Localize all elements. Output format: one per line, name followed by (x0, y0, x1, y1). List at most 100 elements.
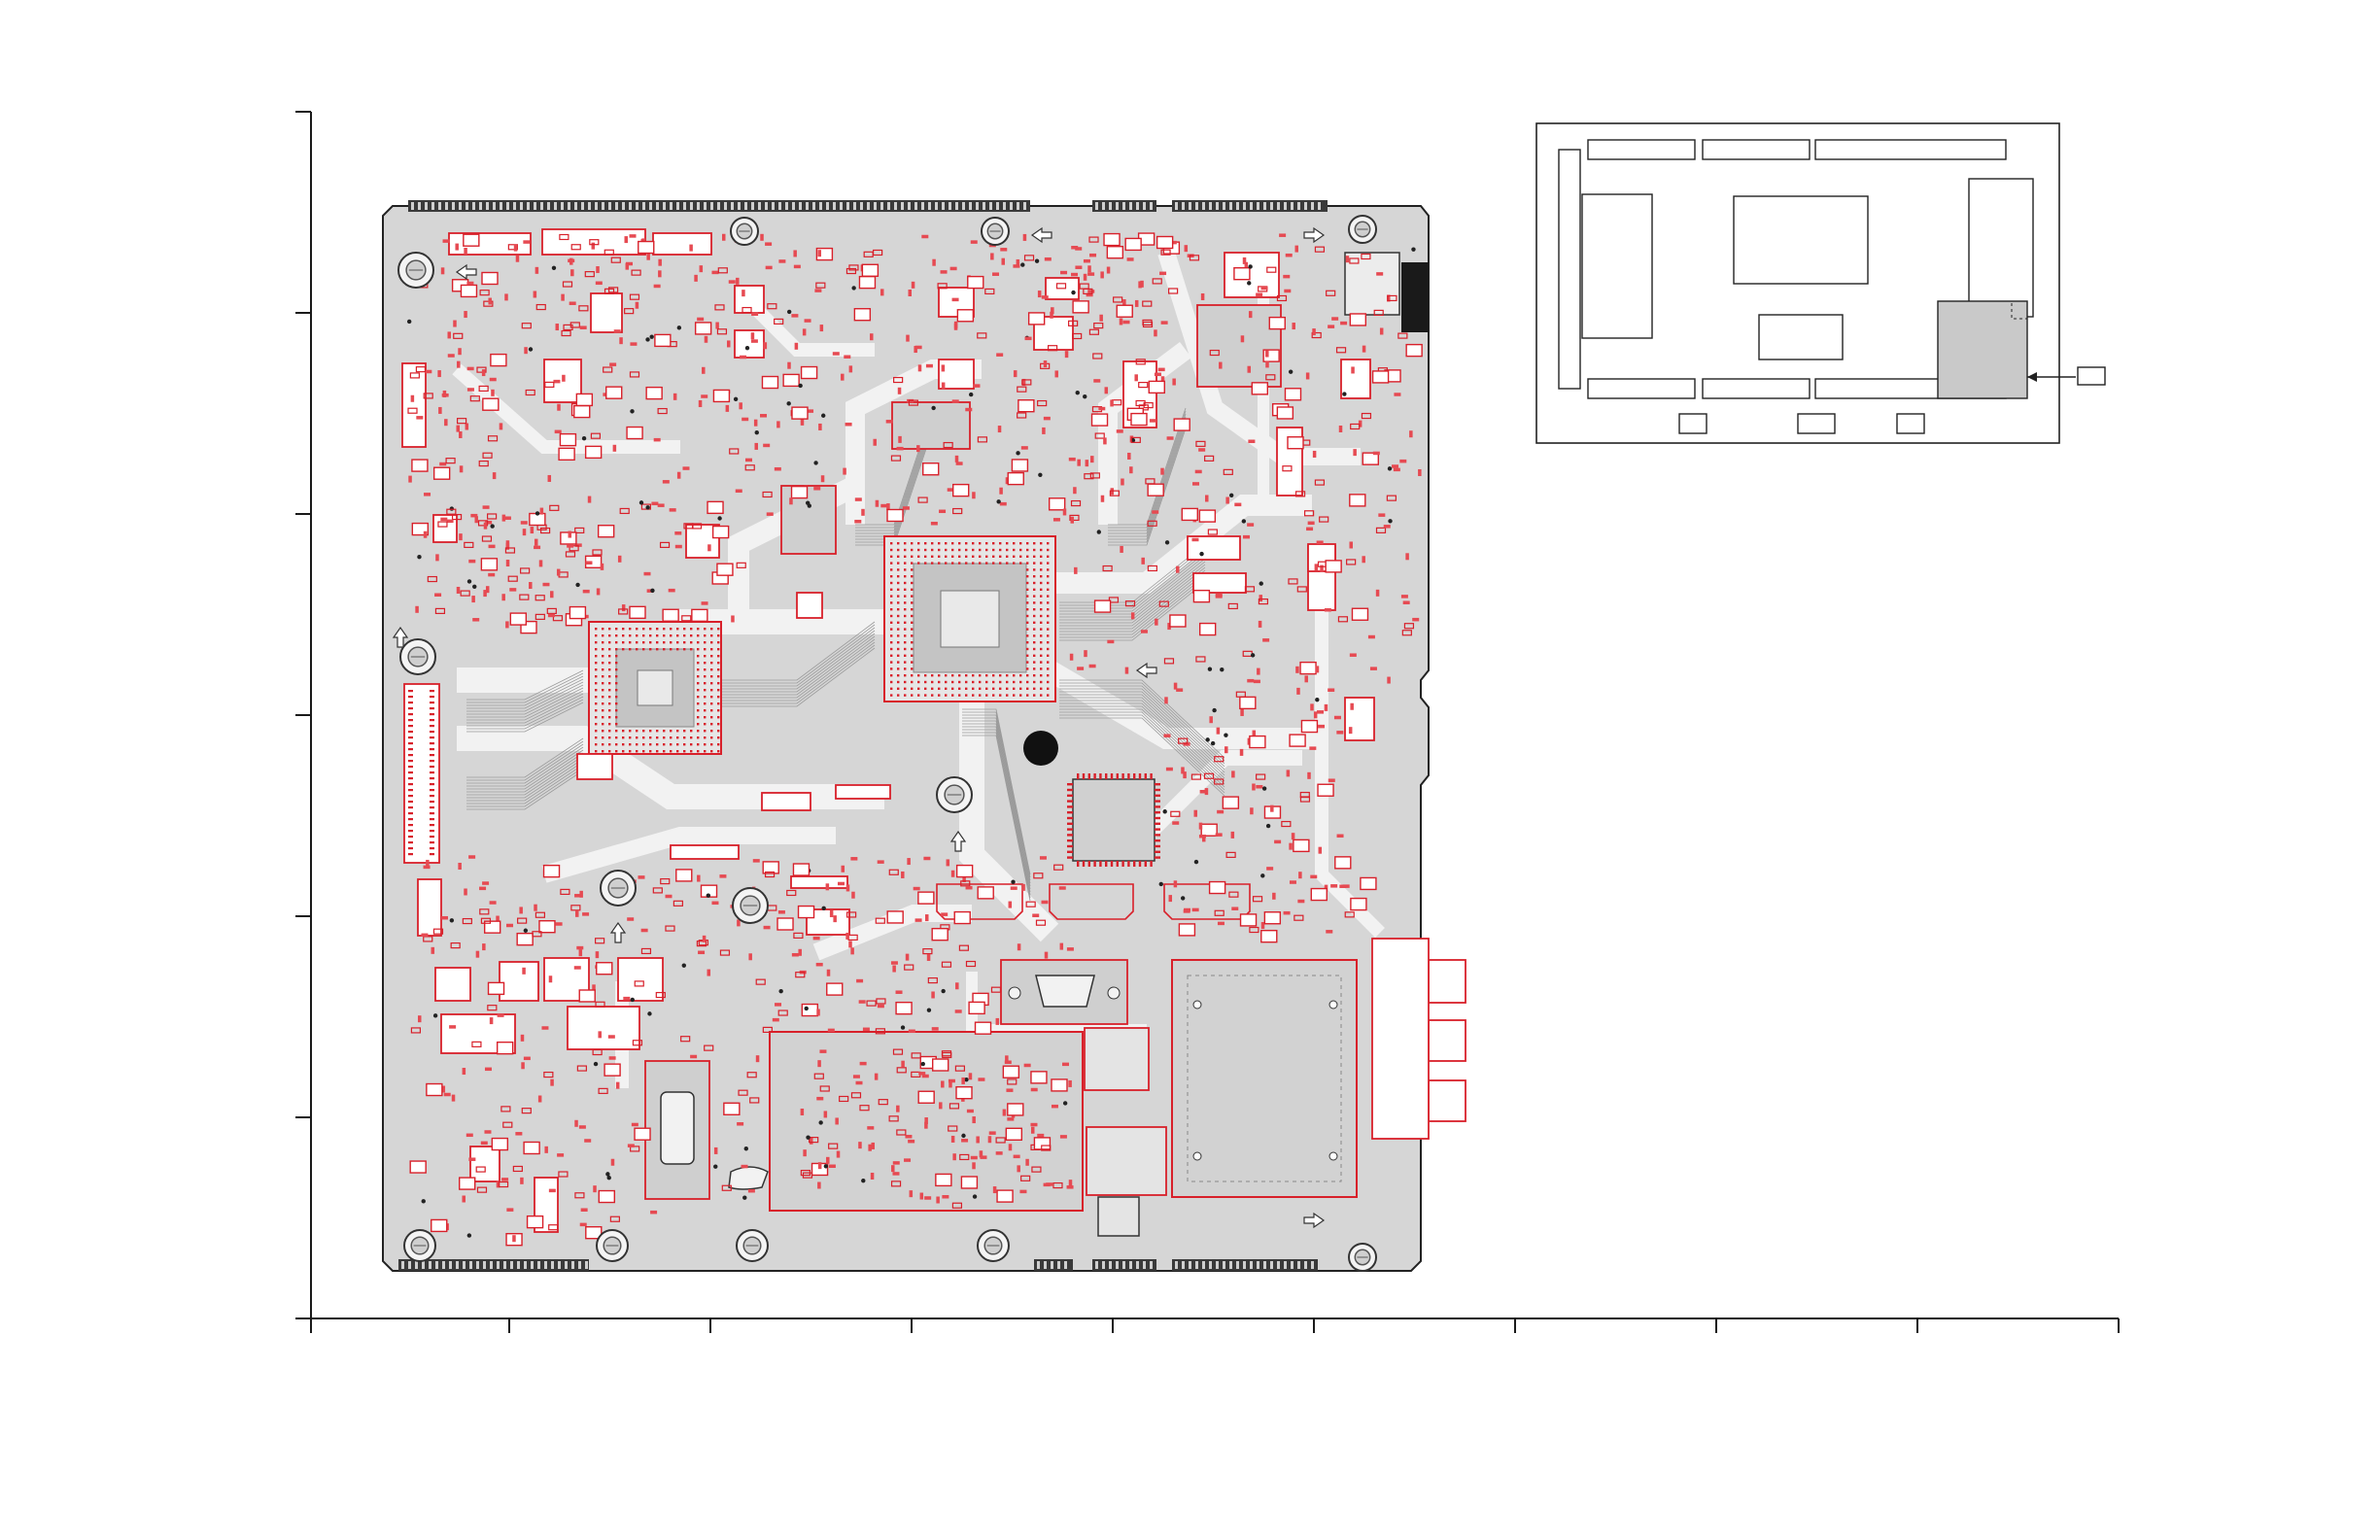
smd-resistor (1159, 272, 1166, 276)
smd-resistor (818, 250, 822, 257)
edge-pin (1116, 202, 1119, 210)
smd-resistor (654, 438, 661, 442)
processor-pin (670, 628, 672, 630)
smd-resistor (483, 590, 487, 597)
flex-pin (430, 812, 434, 814)
locator-highlighted-area (1938, 301, 2027, 398)
soc-pin (924, 694, 926, 696)
via (1315, 698, 1319, 702)
edge-pin (1189, 1261, 1191, 1269)
processor-pin (717, 702, 719, 704)
smd-ic (968, 277, 983, 289)
processor-pin (615, 675, 617, 677)
soc-pin (965, 549, 967, 551)
smd-resistor (580, 325, 587, 329)
via (467, 579, 471, 583)
smd-resistor (739, 402, 742, 409)
smd-resistor (1259, 621, 1262, 628)
soc-pin (1033, 674, 1035, 676)
smd-resistor (1017, 1165, 1020, 1172)
soc-pin (1026, 582, 1028, 584)
edge-pin (949, 202, 951, 210)
soc-pin (938, 549, 940, 551)
soc-pin (917, 562, 919, 564)
smd-resistor (1120, 318, 1123, 325)
soc-pin (904, 549, 906, 551)
processor-pin (595, 682, 597, 684)
soc-pin (1033, 549, 1035, 551)
smd-resistor (727, 340, 731, 347)
qfp-pin (1067, 851, 1073, 853)
processor-pin (622, 750, 624, 752)
smd-resistor (1387, 677, 1391, 684)
smd-resistor (942, 1195, 949, 1199)
smd-resistor (891, 961, 898, 965)
soc-pin (1047, 582, 1049, 584)
smd-resistor (447, 520, 454, 524)
edge-pin (1003, 202, 1006, 210)
smd-resistor (875, 1074, 879, 1080)
smd-ic (461, 285, 476, 296)
smd-ic (854, 309, 870, 321)
smd-resistor (893, 1161, 900, 1165)
smd-resistor (699, 400, 703, 407)
smd-ic (460, 1178, 475, 1189)
smd-resistor (1294, 246, 1298, 253)
flex-pin (430, 690, 434, 692)
smd-resistor (1287, 770, 1291, 776)
flex-pin (408, 719, 413, 721)
smd-resistor (1306, 372, 1310, 379)
smd-ic (569, 607, 585, 619)
edge-pin (880, 202, 883, 210)
soc-pin (1013, 674, 1015, 676)
soc-pin (1026, 667, 1028, 669)
edge-pin (1136, 202, 1139, 210)
soc-pin (911, 595, 913, 597)
smd-resistor (853, 1075, 860, 1078)
edge-pin (663, 202, 666, 210)
smd-ic (1029, 313, 1045, 325)
processor-pin (649, 641, 651, 643)
processor-pin (602, 716, 604, 718)
smd-resistor (1290, 880, 1296, 884)
flex-pin (408, 818, 413, 820)
smd-resistor (842, 866, 845, 873)
right-top-ic (1224, 253, 1279, 297)
edge-pin (1150, 1261, 1153, 1269)
edge-pin (1182, 1261, 1185, 1269)
smd-ic (576, 394, 592, 405)
qfp-pin (1093, 861, 1095, 867)
soc-pin (992, 681, 994, 683)
qfp-pin (1083, 773, 1085, 779)
smd-resistor (813, 487, 820, 491)
smd-resistor (942, 383, 946, 390)
smd-resistor (1084, 650, 1087, 657)
via (1248, 264, 1252, 268)
flex-pin (430, 777, 434, 779)
smd-resistor (630, 234, 637, 238)
qfp-pin (1139, 861, 1141, 867)
smd-ic (997, 1190, 1013, 1202)
smd-resistor (441, 916, 448, 920)
smd-resistor (1343, 884, 1350, 888)
smd-ic (635, 1128, 650, 1140)
smd-resistor (1254, 680, 1260, 684)
smd-resistor (1307, 772, 1311, 779)
smd-resistor (952, 1153, 956, 1160)
edge-pin (1051, 1261, 1053, 1269)
smd-ic (1250, 736, 1265, 748)
processor-pin (608, 668, 610, 670)
qfp-pin (1145, 773, 1147, 779)
right-edge-jack (1345, 253, 1399, 315)
smd-resistor (1284, 911, 1291, 915)
flex-pin (408, 754, 413, 756)
soc-pin (965, 681, 967, 683)
smd-ic (410, 1161, 426, 1173)
smd-ic (676, 870, 692, 881)
soc-pin (911, 634, 913, 636)
smd-resistor (441, 267, 445, 274)
soc-pin (1026, 542, 1028, 544)
soc-pin (999, 694, 1001, 696)
edge-pin (846, 202, 849, 210)
processor-pin (704, 750, 706, 752)
